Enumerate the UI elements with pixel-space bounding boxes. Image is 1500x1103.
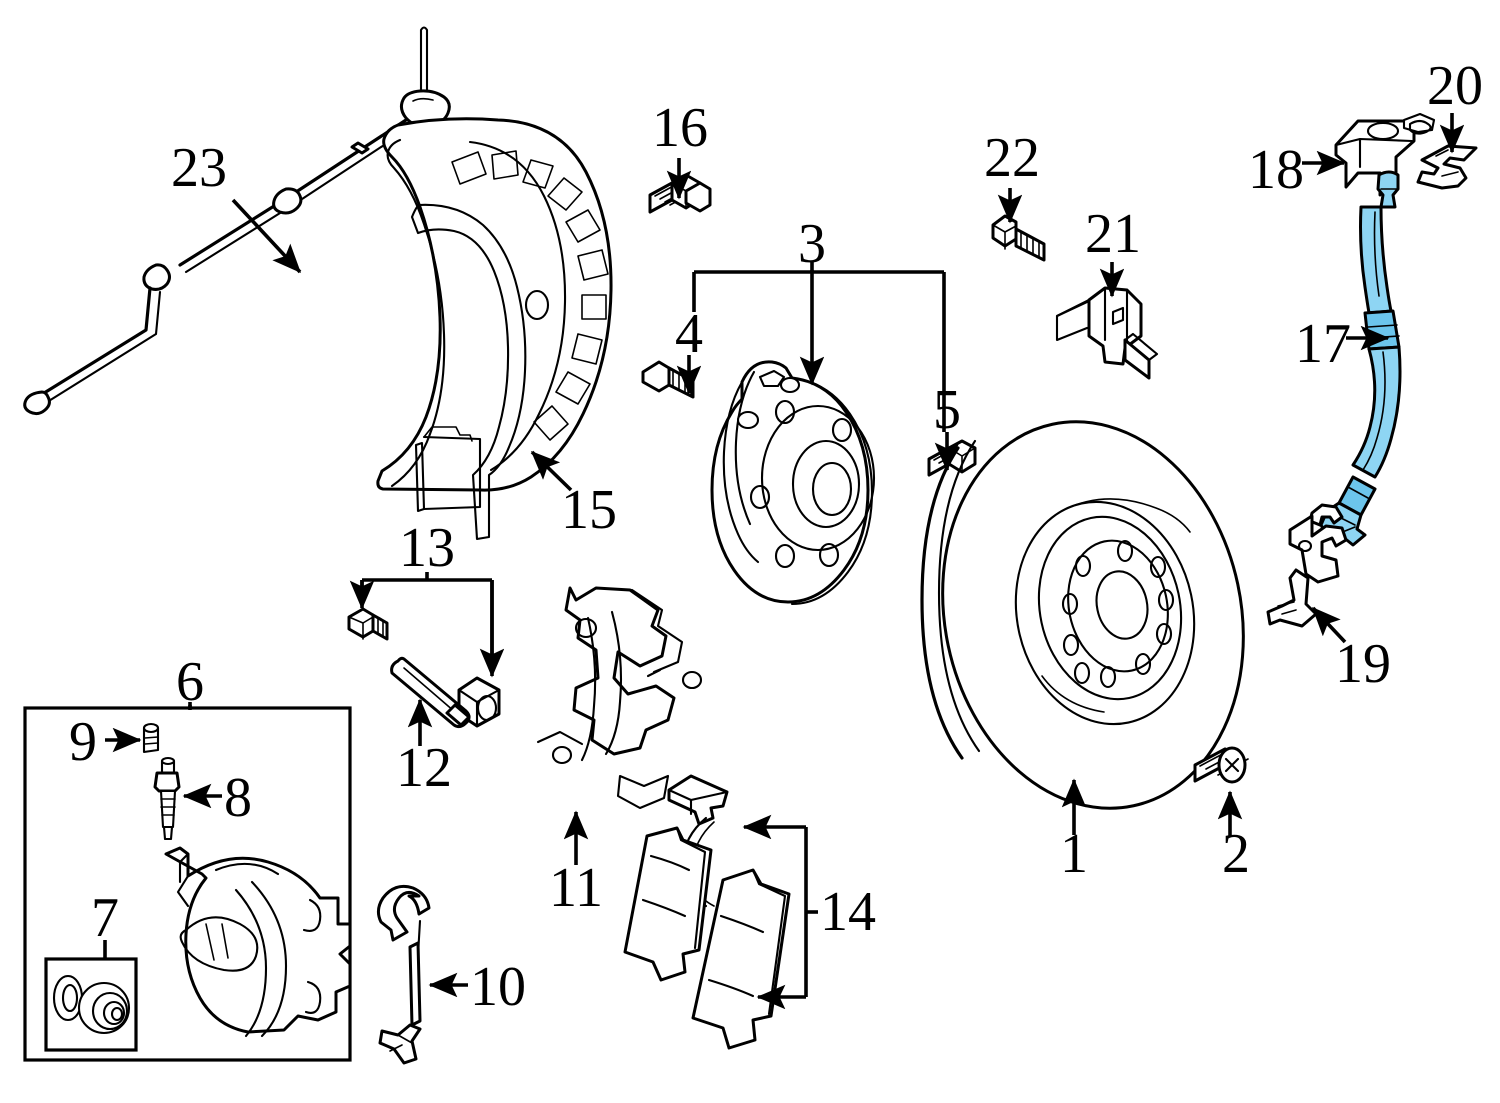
callout-label-17: 17: [1295, 313, 1351, 375]
leader-19: [1311, 606, 1347, 644]
callout-leaders: [103, 113, 1465, 1010]
part-2-rotor-retaining-screw: [1193, 746, 1249, 784]
leader-15: [530, 450, 573, 492]
part-10-brake-pad-retaining-spring: [376, 884, 431, 1065]
callout-label-9: 9: [69, 711, 97, 773]
callout-label-3: 3: [798, 213, 826, 275]
part-14-brake-pad-set-with-sensor: [623, 774, 791, 1050]
callout-label-15: 15: [561, 479, 617, 541]
callout-label-1: 1: [1060, 823, 1088, 885]
leader-3-bracket: [692, 262, 946, 432]
leader-23: [231, 198, 302, 274]
callout-label-14: 14: [820, 881, 876, 943]
callout-label-2: 2: [1222, 823, 1250, 885]
callout-label-7: 7: [91, 887, 119, 949]
part-1-brake-rotor-disc: [920, 420, 1245, 810]
part-11-caliper-mounting-bracket: [536, 586, 703, 810]
part-7-caliper-piston-seal-kit: [44, 957, 138, 1052]
callout-label-21: 21: [1085, 203, 1141, 265]
part-9-bleeder-valve-cap: [142, 722, 160, 754]
callout-label-18: 18: [1248, 139, 1304, 201]
callout-label-23: 23: [171, 137, 227, 199]
callout-label-13: 13: [399, 517, 455, 579]
callout-label-19: 19: [1335, 633, 1391, 695]
part-20-hose-retainer-clip: [1416, 144, 1478, 190]
part-3-wheel-hub-bearing-assembly: [710, 360, 876, 606]
callout-label-4: 4: [675, 303, 703, 365]
callout-label-10: 10: [470, 956, 526, 1018]
part-21-wheel-speed-sensor: [1055, 286, 1159, 380]
part-22-speed-sensor-bolt: [991, 214, 1046, 262]
callout-label-22: 22: [984, 127, 1040, 189]
callout-label-8: 8: [224, 767, 252, 829]
callout-label-11: 11: [549, 857, 603, 919]
part-8-brake-bleeder-valve: [153, 756, 181, 841]
part-12-caliper-guide-pin: [390, 656, 471, 729]
callout-numbers: 1 2 3 4 5 6 7 8 9 10 11 12 13 14 15 16 1…: [69, 55, 1483, 1018]
part-15-brake-dust-splash-shield: [376, 117, 613, 541]
callout-label-16: 16: [652, 97, 708, 159]
callout-label-12: 12: [396, 737, 452, 799]
part-6-brake-caliper-assembly: [23, 706, 352, 1062]
part-19-hose-retaining-bracket: [1266, 503, 1348, 628]
callout-label-20: 20: [1427, 55, 1483, 117]
part-13-guide-pin-bushing-kit: [347, 607, 501, 728]
part-4-hub-mounting-bolt: [641, 360, 695, 399]
callout-label-5: 5: [933, 379, 961, 441]
leader-13-bracket: [360, 572, 494, 666]
callout-label-6: 6: [176, 651, 204, 713]
part-23-brake-wear-sensor-cable: [23, 26, 451, 416]
